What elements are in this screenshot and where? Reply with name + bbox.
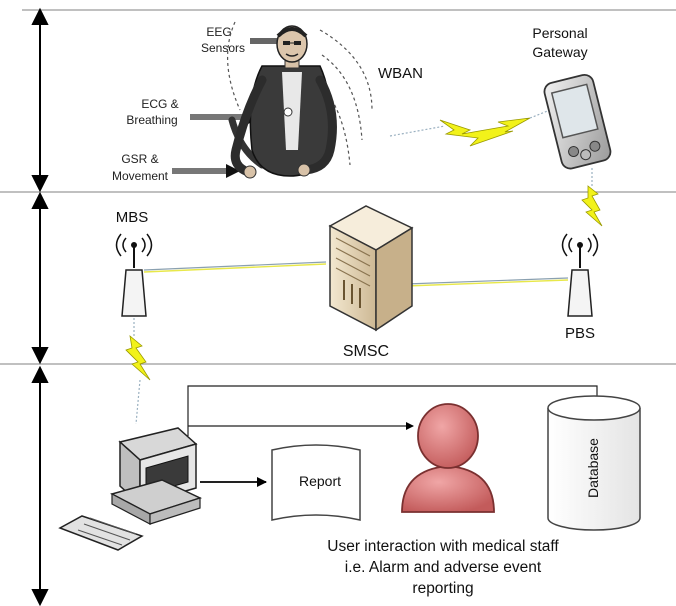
pbs-label: PBS: [565, 325, 595, 342]
server-icon: [328, 205, 414, 332]
eeg-label-2: Sensors: [201, 41, 245, 55]
tier-arrows: [31, 7, 49, 606]
pbs-antenna-icon: [561, 233, 599, 317]
database-icon: [547, 395, 641, 531]
gateway-label: Personal: [532, 25, 587, 41]
caption-line-2: i.e. Alarm and adverse event: [345, 559, 542, 576]
ecg-label: ECG &: [141, 97, 178, 111]
mbs-computer-link: [125, 318, 151, 425]
tier-arrow-middle: [31, 191, 49, 365]
smsc-label: SMSC: [343, 343, 389, 360]
pda-icon: [543, 73, 612, 170]
computer-icon: [58, 427, 203, 551]
caption-line-1: User interaction with medical staff: [327, 538, 559, 555]
backbone-links: [143, 261, 569, 287]
gsr-label-2: Movement: [112, 169, 169, 183]
document-icon: [271, 444, 361, 521]
mbs-label: MBS: [116, 209, 149, 226]
lightning-icon: [439, 117, 531, 147]
user-icon: [401, 403, 495, 513]
wban-link: [389, 107, 556, 147]
tier-arrow-top: [31, 7, 49, 193]
data-flow-arrows: [187, 385, 601, 487]
database-label: Database: [585, 438, 601, 498]
caption-line-3: reporting: [412, 580, 473, 597]
mbs-antenna-icon: [115, 233, 153, 317]
walking-person-icon: [227, 21, 373, 179]
report-label: Report: [299, 473, 341, 489]
eeg-label: EEG: [206, 25, 231, 39]
lightning-icon-2: [125, 335, 151, 381]
ecg-label-2: Breathing: [126, 113, 177, 127]
gateway-pbs-link: [581, 168, 603, 227]
wban-label: WBAN: [378, 65, 423, 82]
gateway-label-2: Gateway: [532, 44, 587, 60]
tier-dividers: [0, 9, 676, 365]
tier-arrow-bottom: [31, 365, 49, 606]
gsr-label: GSR &: [121, 152, 158, 166]
